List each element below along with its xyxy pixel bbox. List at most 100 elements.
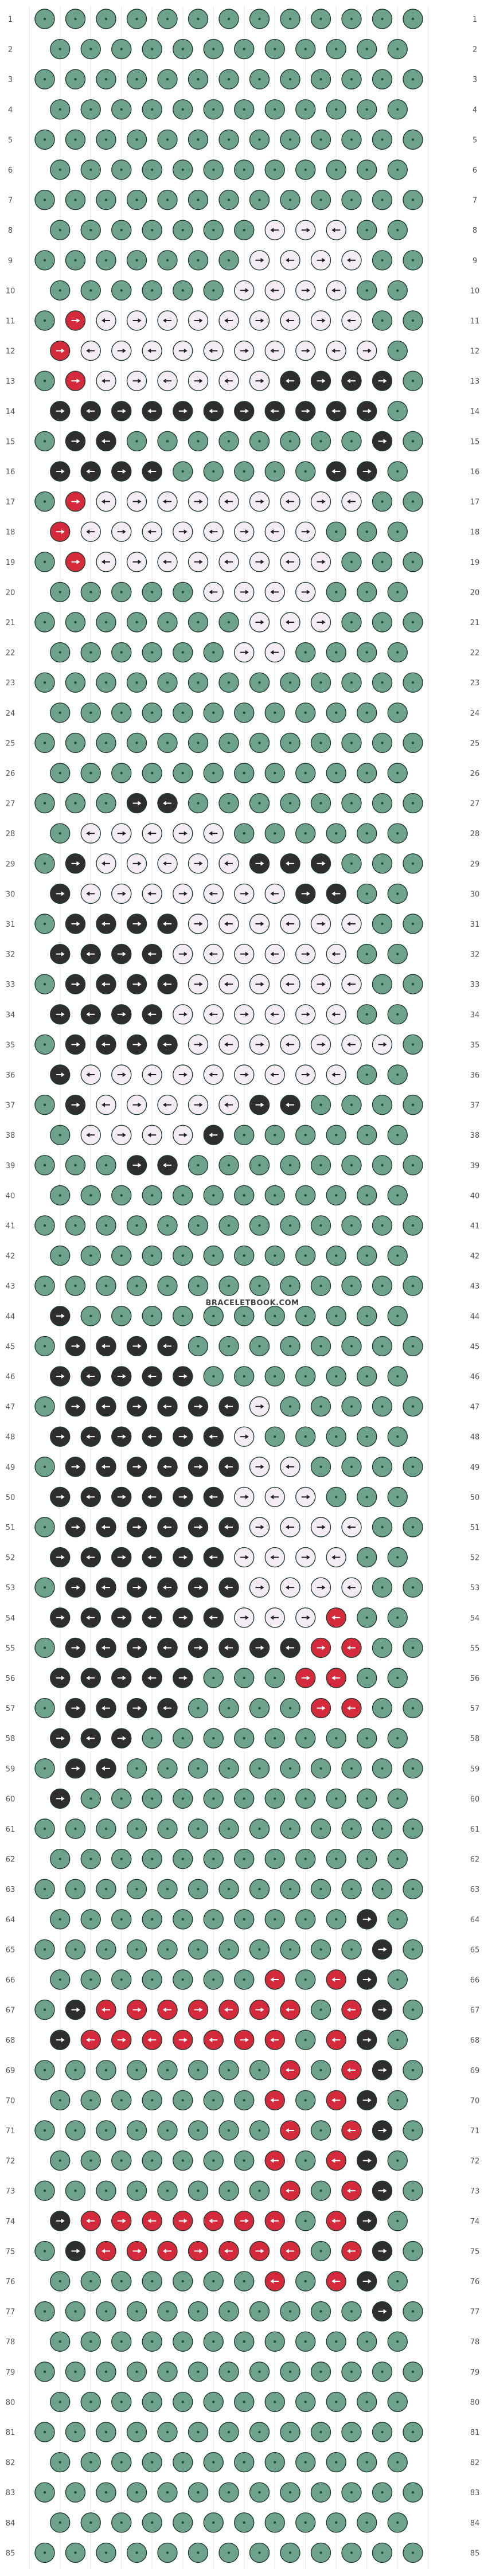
knot-grid [34,9,423,2563]
knot [234,1426,255,1447]
knot [173,1366,193,1387]
row-number-left: 53 [6,1584,15,1593]
knot [372,69,393,89]
knot [310,1396,331,1417]
knot [249,1879,270,1899]
knot [264,1909,285,1930]
knot [34,1939,55,1960]
knot [264,38,285,60]
knot [280,2120,300,2141]
knot [188,2060,209,2081]
knot [387,1668,408,1688]
knot [310,2241,331,2262]
row-number-left: 4 [8,106,13,115]
knot [341,2362,362,2382]
knot [126,1577,147,1598]
knot [310,974,331,994]
knot [111,1366,132,1387]
knot [264,2331,285,2352]
knot [387,2512,408,2533]
knot [157,853,178,874]
knot [310,612,331,633]
row-number-left: 63 [6,1886,15,1894]
knot [173,1064,193,1085]
knot [80,521,101,542]
knot [218,9,239,29]
knot [173,763,193,783]
knot [249,250,270,271]
knot [173,1607,193,1628]
knot [142,1969,162,1990]
knot [357,702,377,723]
knot [80,1547,101,1568]
knot [280,1879,300,1899]
knot [234,38,255,60]
knot [142,461,162,482]
knot [80,2512,101,2533]
knot [142,340,162,361]
knot [203,2331,224,2352]
row-number-left: 11 [6,317,15,326]
knot [280,672,300,693]
knot [234,340,255,361]
knot [203,521,224,542]
knot [403,1396,423,1417]
knot [188,1336,209,1357]
knot [142,763,162,783]
knot [142,1547,162,1568]
knot [341,2180,362,2201]
knot [234,1607,255,1628]
knot [234,1547,255,1568]
knot [188,2120,209,2141]
knot [111,280,132,301]
knot [188,1697,209,1719]
knot [387,1486,408,1508]
knot [188,1155,209,1176]
row-number-left: 56 [6,1675,15,1683]
knot [264,1306,285,1326]
knot [310,1034,331,1055]
knot [126,69,147,89]
knot [234,1125,255,1145]
knot [173,461,193,482]
knot [387,1366,408,1387]
knot [249,2060,270,2081]
knot [310,732,331,754]
knot [249,310,270,331]
knot [403,853,423,874]
knot [357,99,377,120]
knot [310,1758,331,1779]
knot [173,581,193,603]
knot [34,552,55,572]
knot [203,99,224,120]
knot [111,823,132,844]
knot [310,491,331,512]
knot [50,220,71,240]
knot [357,2211,377,2231]
knot [126,1094,147,1115]
knot [280,370,300,391]
row-number-right: 37 [470,1102,480,1110]
knot [326,38,346,60]
knot [280,1155,300,1176]
knot [295,2331,316,2352]
knot [34,1275,55,1296]
knot [310,1999,331,2020]
knot [126,1939,147,1960]
knot [326,99,346,120]
knot [403,1758,423,1779]
knot [203,1969,224,1990]
knot [203,2452,224,2473]
row-number-left: 83 [6,2489,15,2497]
row-number-right: 54 [470,1614,480,1623]
knot [96,2060,116,2081]
knot [111,1728,132,1748]
knot [295,38,316,60]
knot [249,1637,270,1658]
knot [357,461,377,482]
knot [34,1879,55,1899]
knot [188,370,209,391]
row-number-right: 64 [470,1916,480,1925]
knot [173,2271,193,2292]
row-number-left: 26 [6,770,15,778]
